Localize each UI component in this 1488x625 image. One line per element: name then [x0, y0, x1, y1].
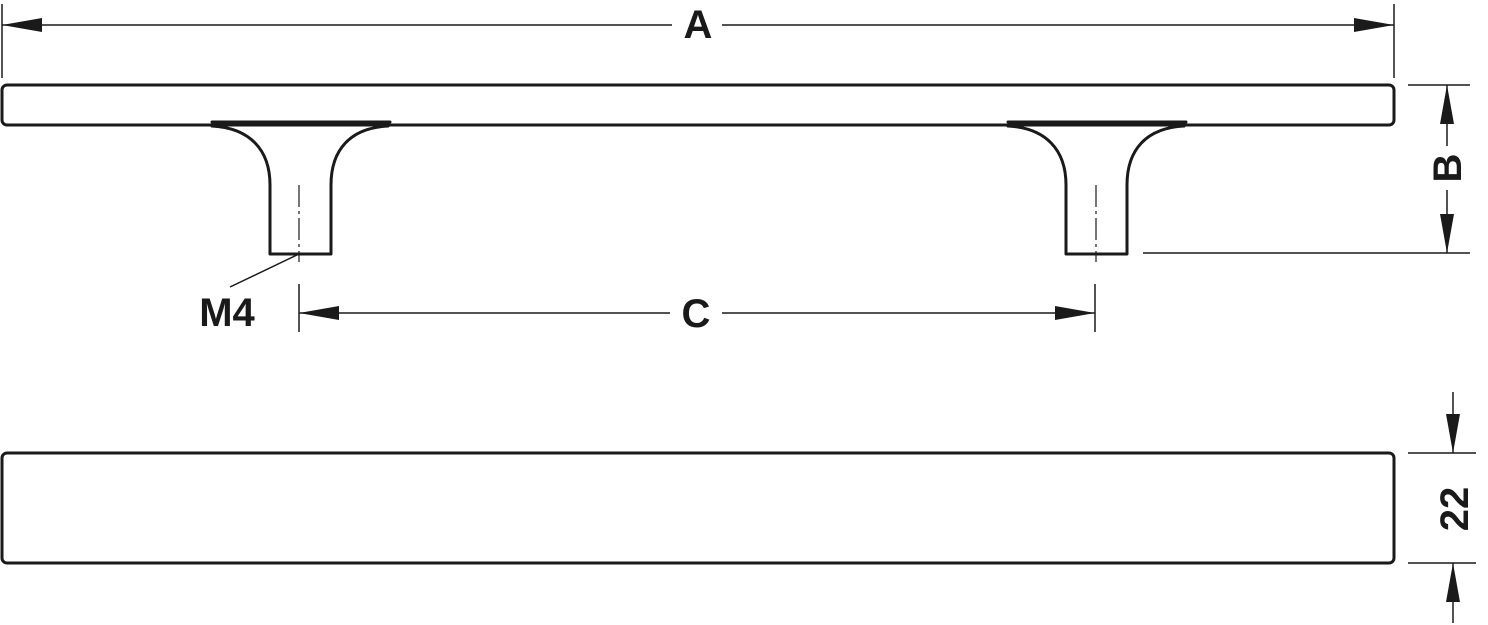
dim-a-arrow-left [2, 18, 42, 32]
dimension-a: A [1, 3, 1395, 78]
dim-c-arrow-left [299, 306, 339, 320]
dim-c-arrow-right [1055, 306, 1095, 320]
top-view [0, 451, 1396, 565]
dim-a-arrow-right [1354, 18, 1394, 32]
thread-leader-line [229, 253, 300, 288]
dim-b-arrow-top [1440, 85, 1454, 124]
dim-c-label: C [682, 292, 711, 336]
dimension-c: C [298, 284, 1096, 336]
handle-bar-top [0, 451, 1396, 565]
thread-callout: M4 [199, 253, 300, 335]
dimension-22: 22 [1408, 392, 1477, 623]
dim-22-label: 22 [1433, 487, 1477, 532]
leg-left [210, 120, 392, 256]
dim-b-label: B [1426, 154, 1470, 183]
dimension-b: B [1143, 84, 1470, 254]
thread-label: M4 [199, 291, 255, 335]
dim-22-arrow-top [1446, 414, 1460, 453]
leg-right [1006, 120, 1188, 256]
dim-a-label: A [684, 3, 713, 47]
handle-bar-side [0, 83, 1396, 127]
dim-b-arrow-bottom [1440, 214, 1454, 253]
side-view [0, 83, 1396, 262]
dim-22-arrow-bottom [1446, 563, 1460, 602]
